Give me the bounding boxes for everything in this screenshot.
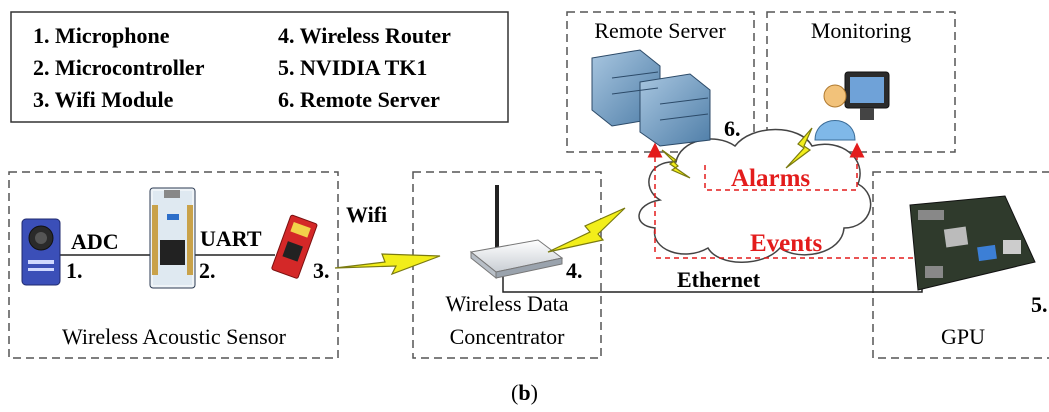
number-6: 6. bbox=[724, 116, 741, 141]
events-label: Events bbox=[750, 230, 823, 257]
legend-item-microphone: 1. Microphone bbox=[33, 23, 170, 48]
monitoring-box-title: Monitoring bbox=[811, 18, 911, 43]
legend-item-microcontroller: 2. Microcontroller bbox=[33, 55, 205, 80]
microphone-device bbox=[21, 218, 61, 286]
gpu-box bbox=[872, 171, 1049, 359]
monitoring-operator-device bbox=[814, 71, 890, 141]
alarms-label: Alarms bbox=[731, 165, 810, 192]
concentrator-title-line1: Wireless Data bbox=[445, 291, 568, 316]
number-5: 5. bbox=[1031, 292, 1048, 317]
alarm-path-to-monitoring bbox=[704, 142, 865, 191]
legend-item-remote-server: 6. Remote Server bbox=[278, 87, 440, 112]
number-1: 1. bbox=[66, 258, 83, 283]
concentrator-title-line2: Concentrator bbox=[450, 324, 566, 349]
figure-caption: (b) bbox=[0, 380, 1049, 406]
caption-close-paren: ) bbox=[530, 380, 538, 405]
legend-box bbox=[10, 11, 509, 123]
adc-label: ADC bbox=[71, 229, 119, 254]
microcontroller-device bbox=[149, 187, 196, 289]
number-3: 3. bbox=[313, 258, 330, 283]
sensor-box bbox=[8, 171, 339, 359]
server-rack-device bbox=[591, 49, 711, 147]
server-box-title: Remote Server bbox=[594, 18, 726, 43]
monitoring-to-cloud-bolt bbox=[785, 127, 813, 169]
gpu-board-device bbox=[909, 195, 1036, 291]
caption-letter: b bbox=[518, 380, 531, 405]
server-to-cloud-bolt bbox=[661, 149, 691, 179]
ethernet-label: Ethernet bbox=[677, 267, 761, 292]
router-to-cloud-bolt bbox=[547, 207, 626, 253]
router-device bbox=[469, 185, 564, 280]
legend-item-wifi-module: 3. Wifi Module bbox=[33, 87, 174, 112]
gpu-box-title: GPU bbox=[941, 324, 985, 349]
sensor-box-title: Wireless Acoustic Sensor bbox=[62, 324, 287, 349]
number-2: 2. bbox=[199, 258, 216, 283]
uart-label: UART bbox=[200, 226, 262, 251]
legend-item-nvidia-tk1: 5. NVIDIA TK1 bbox=[278, 55, 427, 80]
wifi-module-device bbox=[271, 214, 318, 279]
wifi-lightning-bolt bbox=[334, 253, 441, 276]
caption-open-paren: ( bbox=[511, 380, 519, 405]
number-4: 4. bbox=[566, 258, 583, 283]
wifi-label: Wifi bbox=[346, 202, 387, 227]
legend-item-wireless-router: 4. Wireless Router bbox=[278, 23, 451, 48]
